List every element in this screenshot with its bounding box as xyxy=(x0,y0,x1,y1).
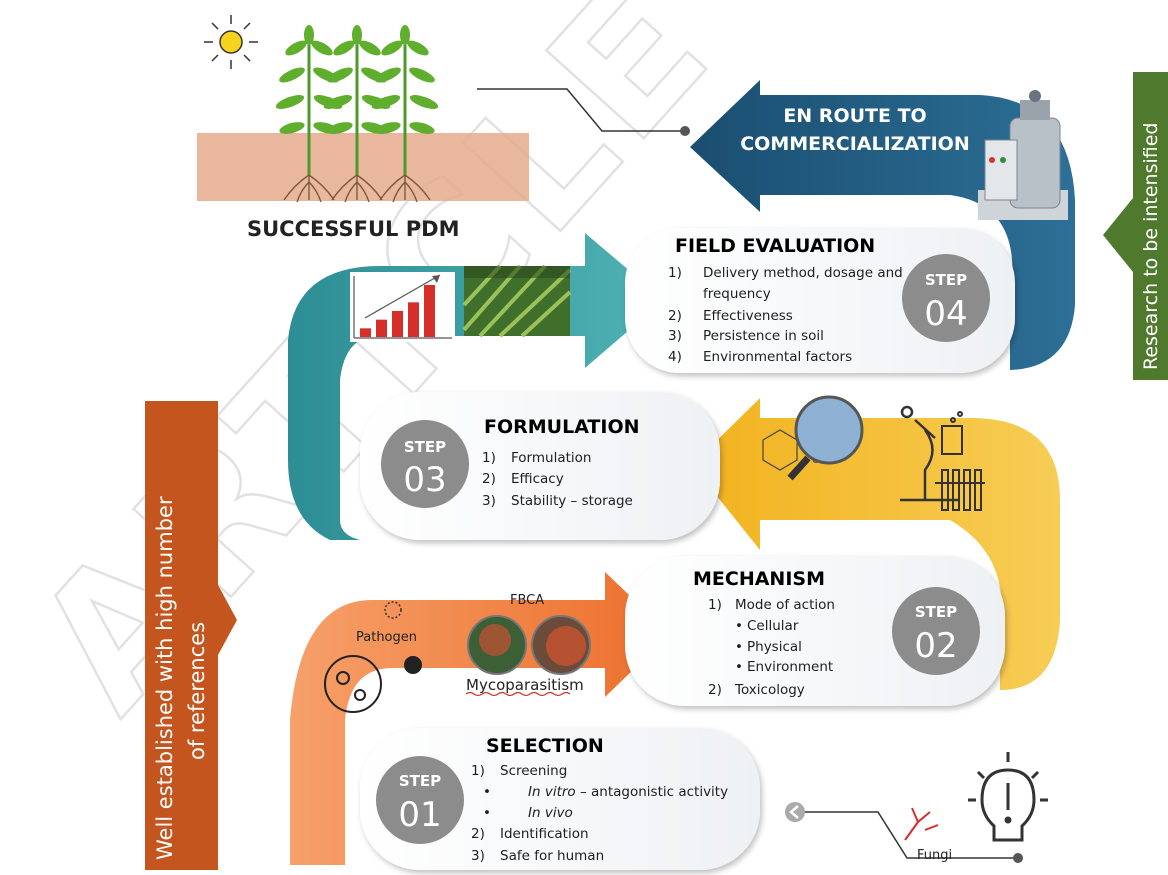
step-03-badge-label: STEP xyxy=(404,438,446,456)
chart-icon-bar xyxy=(392,311,403,337)
chart-icon-bar xyxy=(360,328,371,337)
step-04-card: FIELD EVALUATION 1) Delivery method, dos… xyxy=(625,228,1015,373)
step-04-item-1b: frequency xyxy=(703,286,771,302)
fungi-icon xyxy=(904,807,939,841)
step-03-item-3: Stability – storage xyxy=(511,493,633,509)
arrow-step4-to-commercial: EN ROUTE TO COMMERCIALIZATION xyxy=(690,80,1075,370)
pathogen-cell-icon xyxy=(324,655,382,713)
svg-text:1): 1) xyxy=(668,265,682,281)
step-01-card: STEP 01 SELECTION 1) Screening • In vitr… xyxy=(360,728,760,870)
step-04-title: FIELD EVALUATION xyxy=(675,235,875,257)
step-01-badge-number: 01 xyxy=(398,795,441,835)
step-02-item-2-marker: • xyxy=(735,618,743,634)
step-01-item-5: Safe for human xyxy=(500,848,604,864)
magnifier-icon xyxy=(787,395,864,481)
chart-icon-bar xyxy=(376,319,387,337)
step-02-item-2: Cellular xyxy=(747,618,799,634)
step-04-item-1: Delivery method, dosage and xyxy=(703,265,903,281)
side-banner-right: Research to be intensified xyxy=(1103,72,1168,380)
step-04-item-2-marker: 2) xyxy=(668,308,682,324)
soil-band xyxy=(197,133,529,201)
plant-scene: SUCCESSFUL PDM xyxy=(197,15,690,241)
step-02-title: MECHANISM xyxy=(693,568,825,590)
step-03-item-2-marker: 2) xyxy=(482,471,496,487)
step-01-item-5-marker: 3) xyxy=(471,848,485,864)
step-04-badge xyxy=(902,254,990,342)
step-03-item-2: Efficacy xyxy=(511,471,564,487)
step-02-card: MECHANISM 1) Mode of action • Cellular •… xyxy=(625,556,1005,706)
step-03-badge-number: 03 xyxy=(403,460,446,500)
step-04-item-3: Persistence in soil xyxy=(703,328,824,344)
step-02-item-1: Mode of action xyxy=(735,597,835,613)
chart-icon-bar xyxy=(424,285,435,337)
step-01-item-2-italic: In vitro xyxy=(528,784,576,800)
step-02-item-4-marker: • xyxy=(735,659,743,675)
step-01-item-4: Identification xyxy=(500,826,589,842)
step-01-item-1-marker: 1) xyxy=(471,763,485,779)
fungi-label: Fungi xyxy=(917,848,952,863)
petri-dish-icon xyxy=(467,615,591,675)
step-02-badge-label: STEP xyxy=(915,603,957,621)
step-04-item-4-marker: 4) xyxy=(668,349,682,365)
step-02-item-4: Environment xyxy=(747,659,833,675)
step-02-item-5-marker: 2) xyxy=(708,682,722,698)
bioreactor-icon xyxy=(978,90,1068,220)
step-04-item-2: Effectiveness xyxy=(703,308,793,324)
step-01-item-4-marker: 2) xyxy=(471,826,485,842)
sun-icon xyxy=(204,15,258,69)
chart-icon-bar xyxy=(408,302,419,337)
side-left-line2: of references xyxy=(185,622,209,760)
step-04-item-1-marker: 1) xyxy=(668,265,682,281)
growth-chart-icon xyxy=(350,272,455,342)
top-label: SUCCESSFUL PDM xyxy=(247,217,459,241)
step-02-item-5: Toxicology xyxy=(734,682,805,698)
step-01-item-2: – antagonistic activity xyxy=(576,784,728,800)
field-photo xyxy=(462,264,572,338)
mycoparasitism-label: Mycoparasitism xyxy=(466,676,584,694)
pathogen-label: Pathogen xyxy=(356,630,417,645)
step-01-item-3-italic: In vivo xyxy=(528,805,573,821)
step-01-badge xyxy=(376,756,464,844)
step-04-items: 1) Delivery method, dosage and frequency… xyxy=(668,265,903,365)
step-01-item-3-marker: • xyxy=(483,805,491,821)
step-02-item-3: Physical xyxy=(747,639,802,655)
svg-text:In vitro – antagonistic activi: In vitro – antagonistic activity xyxy=(528,784,728,800)
step-01-title: SELECTION xyxy=(486,735,604,757)
step-03-item-1-marker: 1) xyxy=(482,450,496,466)
commercial-line2: COMMERCIALIZATION xyxy=(740,133,970,155)
step-03-badge xyxy=(381,420,469,508)
step-04-item-3-marker: 3) xyxy=(668,328,682,344)
step-02-item-3-marker: • xyxy=(735,639,743,655)
lightbulb-icon xyxy=(968,752,1048,842)
step-03-item-3-marker: 3) xyxy=(482,493,496,509)
step-04-badge-label: STEP xyxy=(925,271,967,289)
side-right-text: Research to be intensified xyxy=(1140,123,1162,371)
side-left-line1: Well established with high number xyxy=(153,496,177,860)
beaker-icon xyxy=(941,411,963,455)
step-03-item-1: Formulation xyxy=(511,450,591,466)
step-02-badge-number: 02 xyxy=(914,626,957,666)
step-01-item-1: Screening xyxy=(500,763,567,779)
step-02-item-1-marker: 1) xyxy=(708,597,722,613)
virus-icon xyxy=(384,601,422,674)
fungi-connector xyxy=(785,802,1023,863)
step-04-item-4: Environmental factors xyxy=(703,349,852,365)
step-01-badge-label: STEP xyxy=(399,772,441,790)
step-02-badge xyxy=(892,587,980,675)
fbca-label: FBCA xyxy=(510,593,544,608)
microscope-icon xyxy=(900,405,960,502)
test-tubes-icon xyxy=(935,469,985,511)
step-03-title: FORMULATION xyxy=(484,416,640,438)
side-banner-left: Well established with high number of ref… xyxy=(145,401,237,870)
step-04-badge-number: 04 xyxy=(924,294,967,334)
step-03-card: STEP 03 FORMULATION 1) Formulation 2) Ef… xyxy=(360,392,720,540)
connector-top xyxy=(477,88,685,132)
step-01-item-2-marker: • xyxy=(483,784,491,800)
commercial-line1: EN ROUTE TO xyxy=(783,105,926,127)
mycoparasitism-underline xyxy=(465,691,571,697)
